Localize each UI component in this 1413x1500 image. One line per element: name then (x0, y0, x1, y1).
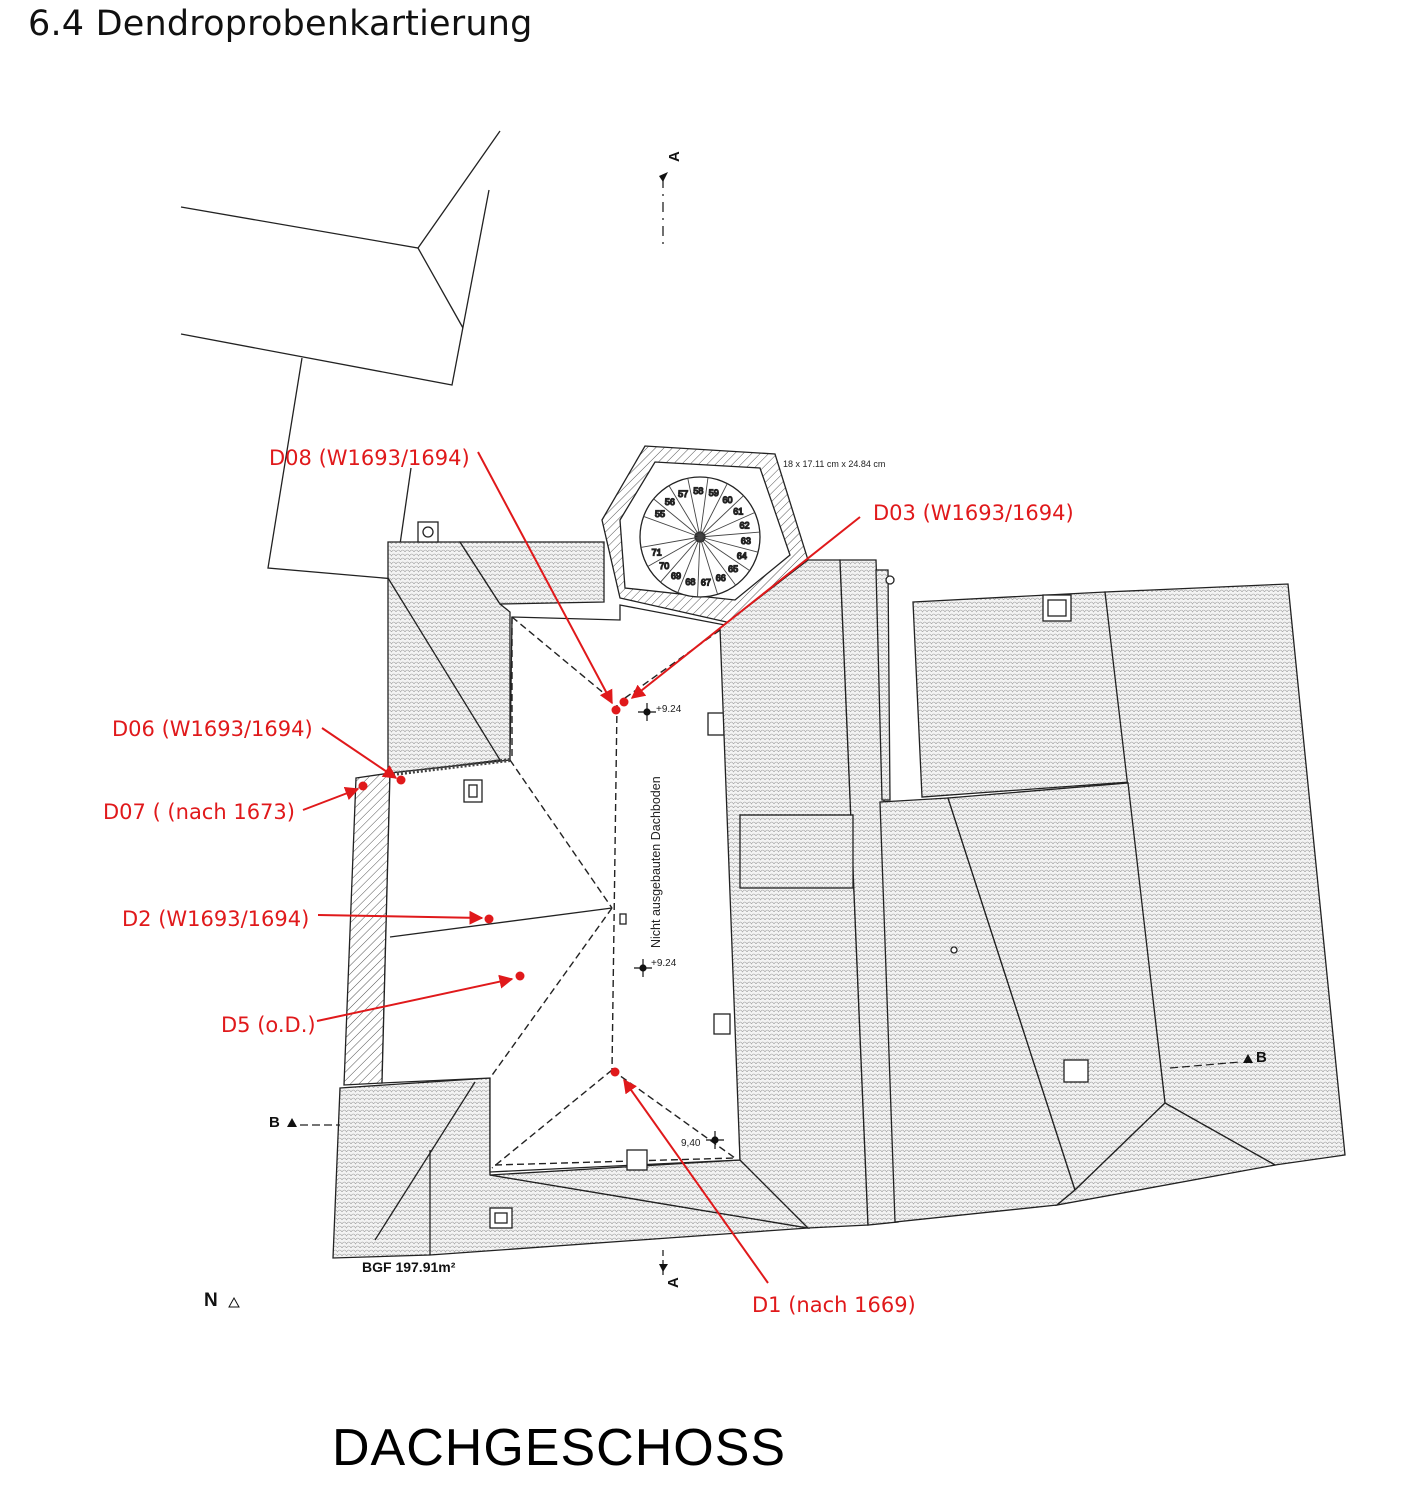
sample-d1: D1 (nach 1669) (610, 1067, 916, 1317)
stair-step-number: 69 (671, 571, 681, 581)
page-heading: 6.4 Dendroprobenkartierung (28, 4, 533, 44)
sample-d03: D03 (W1693/1694) (619, 501, 1074, 707)
sample-d1-point (610, 1067, 620, 1077)
stair-step-number: 71 (652, 548, 662, 558)
north-label: N (204, 1290, 218, 1311)
stair-step-number: 62 (740, 521, 750, 531)
sample-d08-label: D08 (W1693/1694) (269, 446, 470, 470)
right-roof (719, 559, 1346, 1229)
stair-step-number: 55 (655, 509, 665, 519)
sample-d06-label: D06 (W1693/1694) (112, 717, 313, 741)
level-markers (634, 703, 724, 1149)
stair-step-number: 63 (741, 536, 751, 546)
area-label: BGF 197.91m² (362, 1259, 456, 1275)
sample-d07: D07 ( (nach 1673) (103, 781, 368, 824)
sample-d07-label: D07 ( (nach 1673) (103, 800, 295, 824)
stair-step-number: 70 (659, 561, 669, 571)
stair-step-number: 65 (728, 564, 738, 574)
stair-step-number: 60 (723, 495, 733, 505)
neighbour-building (180, 130, 501, 580)
level-bottom: 9,40 (681, 1138, 701, 1149)
sample-d5-point (515, 971, 525, 981)
sample-d03-label: D03 (W1693/1694) (873, 501, 1074, 525)
stair-step-number: 57 (678, 489, 688, 499)
level-mid: +9.24 (651, 958, 677, 969)
sample-d1-label: D1 (nach 1669) (752, 1293, 916, 1317)
stair-dimension: 18 x 17.11 cm x 24.84 cm (783, 459, 885, 469)
sample-d2-point (484, 914, 494, 924)
sample-d5: D5 (o.D.) (221, 971, 525, 1037)
sample-d2-label: D2 (W1693/1694) (122, 907, 309, 931)
section-b-right: B (1256, 1049, 1267, 1066)
left-roof (332, 541, 810, 1259)
sample-d03-point (619, 697, 629, 707)
section-b-left: B (269, 1114, 280, 1131)
stair-step-number: 58 (693, 486, 703, 496)
stair-step-number: 68 (685, 577, 695, 587)
stair-step-number: 56 (665, 497, 675, 507)
stair-step-number: 67 (701, 578, 711, 588)
sample-d07-point (358, 781, 368, 791)
sample-d5-label: D5 (o.D.) (221, 1013, 316, 1037)
level-top: +9.24 (656, 704, 682, 715)
attic-room (381, 604, 741, 1229)
stair-step-number: 66 (716, 573, 726, 583)
section-markers: A A B B N (204, 151, 1267, 1311)
sample-d06: D06 (W1693/1694) (112, 717, 406, 785)
room-label: Nicht ausgebauten Dachboden (649, 776, 663, 948)
sample-annotations: D08 (W1693/1694) D03 (W1693/1694) D06 (W… (103, 446, 1074, 1317)
sample-d06-point (396, 775, 406, 785)
stair-step-number: 59 (709, 488, 719, 498)
stair-step-number: 64 (737, 551, 747, 561)
sample-d2: D2 (W1693/1694) (122, 907, 494, 931)
stair-step-number: 61 (733, 506, 743, 516)
sample-d08: D08 (W1693/1694) (269, 446, 621, 715)
floor-title: DACHGESCHOSS (332, 1419, 787, 1477)
sample-d08-point (611, 705, 621, 715)
section-a-top: A (666, 151, 683, 162)
section-a-bottom: A (665, 1277, 682, 1288)
